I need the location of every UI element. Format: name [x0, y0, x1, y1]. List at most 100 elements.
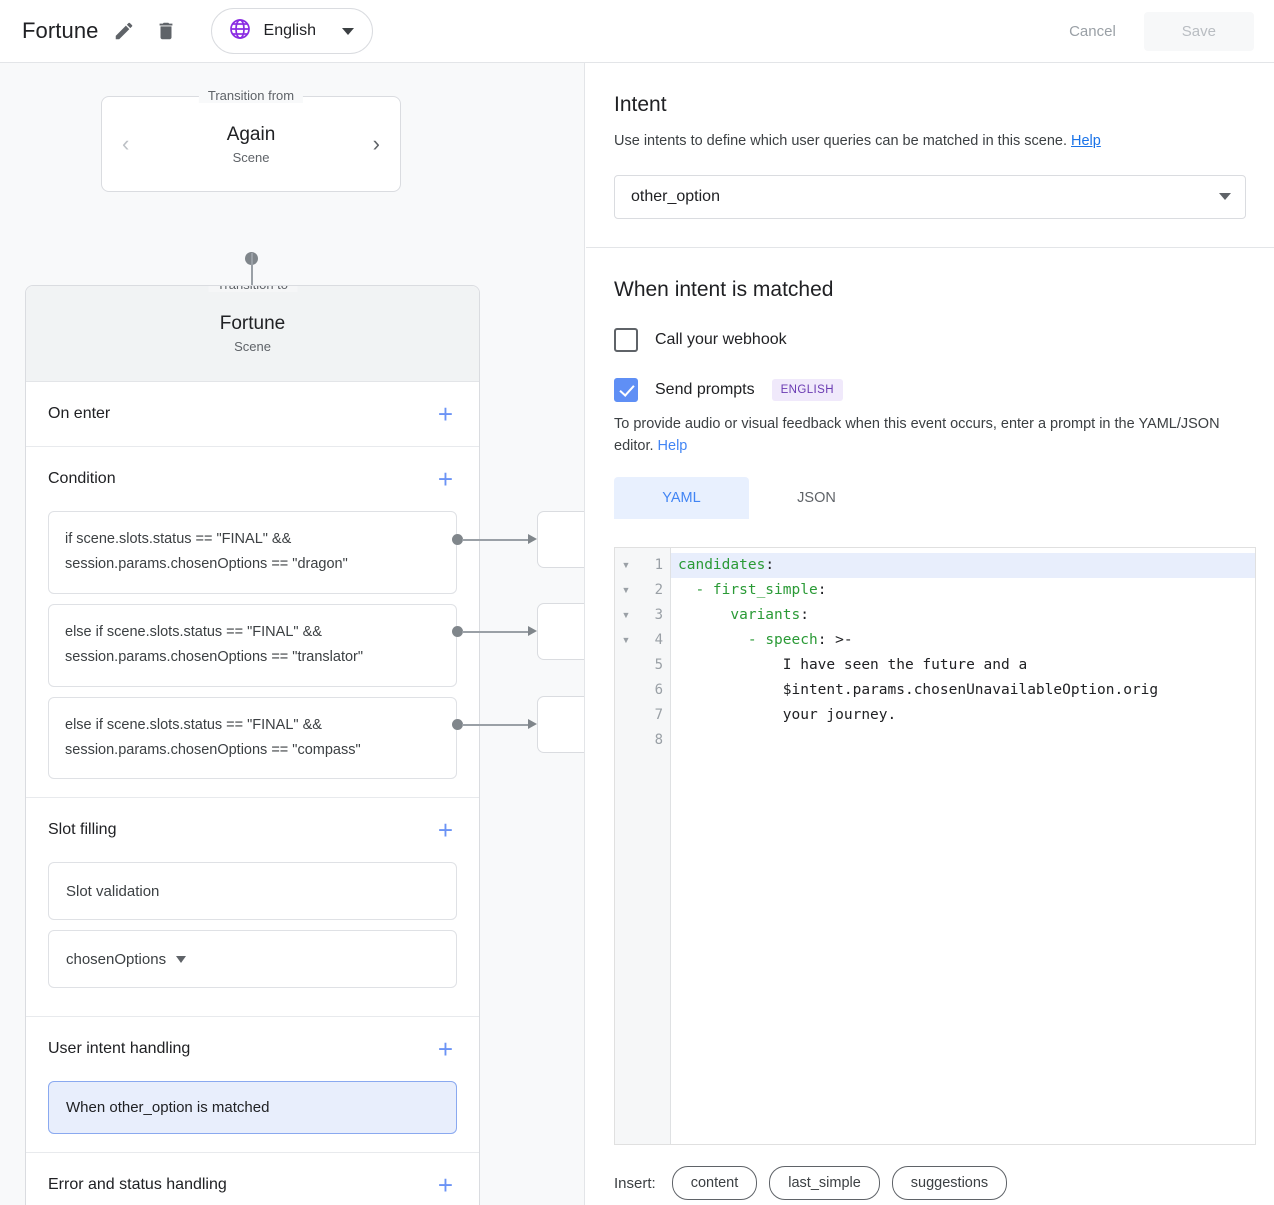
- transition-from-legend: Transition from: [198, 88, 304, 103]
- add-user-intent-button[interactable]: +: [437, 1034, 453, 1065]
- code-line: I have seen the future and a: [671, 653, 1255, 678]
- slot-item[interactable]: chosenOptions: [48, 930, 457, 989]
- insert-chip-last-simple[interactable]: last_simple: [769, 1166, 880, 1200]
- send-prompts-checkbox[interactable]: [614, 377, 638, 402]
- line-number: 6: [654, 682, 663, 698]
- tab-yaml[interactable]: YAML: [614, 477, 749, 520]
- line-number: 5: [654, 657, 663, 673]
- slot-validation-label: Slot validation: [66, 882, 160, 900]
- transition-from-body: Again Scene: [135, 124, 366, 165]
- trash-icon: [155, 20, 177, 42]
- condition-link-dot: [452, 719, 463, 730]
- add-on-enter-button[interactable]: +: [437, 399, 453, 429]
- chevron-down-icon[interactable]: [176, 955, 187, 963]
- prompt-description-text: To provide audio or visual feedback when…: [614, 415, 1220, 454]
- line-number: 8: [654, 732, 663, 748]
- fold-toggle-icon[interactable]: ▼: [621, 560, 631, 570]
- code-rest: I have seen the future and a: [678, 657, 1028, 673]
- transition-from-type: Scene: [232, 149, 270, 165]
- topbar-actions: Cancel Save: [1047, 11, 1274, 51]
- fold-spacer: [615, 728, 637, 753]
- code-rest: your journey.: [678, 707, 897, 723]
- user-intent-handling-header: User intent handling +: [26, 1017, 479, 1081]
- condition-link-arrow-icon: [528, 719, 537, 729]
- condition-title: Condition: [48, 470, 116, 487]
- slot-name-label: chosenOptions: [66, 950, 167, 968]
- line-number: 2: [654, 582, 663, 598]
- condition-item[interactable]: else if scene.slots.status == "FINAL" &&…: [48, 696, 457, 780]
- code-rest: : >-: [817, 632, 853, 648]
- edit-title-button[interactable]: [107, 14, 141, 48]
- user-intent-list: When other_option is matched: [26, 1081, 479, 1152]
- insert-chip-suggestions[interactable]: suggestions: [891, 1166, 1008, 1200]
- condition-link-dot: [452, 534, 463, 545]
- webhook-row: Call your webhook: [614, 327, 1246, 352]
- code-line: $intent.params.chosenUnavailableOption.o…: [671, 678, 1255, 703]
- tab-json[interactable]: JSON: [797, 490, 836, 507]
- code-indent: -: [678, 582, 713, 598]
- code-rest: $intent.params.chosenUnavailableOption.o…: [678, 682, 1159, 698]
- code-key: candidates: [678, 557, 766, 573]
- insert-label: Insert:: [614, 1174, 656, 1192]
- add-error-handler-button[interactable]: +: [437, 1170, 453, 1201]
- editor-fold-column: ▼ ▼ ▼ ▼: [615, 548, 637, 1144]
- section-error-status-handling: Error and status handling +: [26, 1153, 479, 1205]
- send-prompts-row: Send prompts ENGLISH: [614, 377, 1246, 402]
- intent-heading: Intent: [614, 93, 667, 116]
- delete-button[interactable]: [149, 14, 183, 48]
- condition-link-arrow-icon: [528, 626, 537, 636]
- condition-header: Condition +: [26, 447, 479, 511]
- on-enter-header: On enter +: [26, 382, 479, 446]
- add-condition-button[interactable]: +: [437, 464, 453, 494]
- code-key: speech: [765, 632, 818, 648]
- scene-graph-pane: Transition from ‹ Again Scene › Transiti…: [0, 63, 585, 1205]
- code-line: [671, 728, 1255, 753]
- prev-transition-button[interactable]: ‹: [122, 131, 130, 156]
- fold-toggle-icon[interactable]: ▼: [621, 635, 631, 645]
- transition-from-card[interactable]: Transition from ‹ Again Scene ›: [101, 88, 401, 192]
- intent-help-link[interactable]: Help: [1071, 133, 1101, 149]
- section-condition: Condition + if scene.slots.status == "FI…: [26, 447, 479, 799]
- error-status-header: Error and status handling +: [26, 1153, 479, 1205]
- cancel-button[interactable]: Cancel: [1047, 13, 1138, 50]
- slot-validation-item[interactable]: Slot validation: [48, 862, 457, 921]
- code-line: - speech: >-: [671, 628, 1255, 653]
- code-key: variants: [730, 607, 801, 623]
- condition-target-card[interactable]: [537, 696, 584, 753]
- section-user-intent-handling: User intent handling + When other_option…: [26, 1017, 479, 1154]
- intent-select[interactable]: other_option: [614, 174, 1246, 219]
- condition-link-arrow-icon: [528, 534, 537, 544]
- insert-toolbar: Insert: content last_simple suggestions: [614, 1166, 1008, 1200]
- code-indent: -: [678, 632, 766, 648]
- transition-to-legend: Transition to: [207, 286, 298, 292]
- save-button[interactable]: Save: [1143, 11, 1254, 51]
- condition-item[interactable]: else if scene.slots.status == "FINAL" &&…: [48, 603, 457, 687]
- condition-target-card[interactable]: [537, 603, 584, 660]
- section-divider: [586, 246, 1274, 248]
- fold-toggle-icon[interactable]: ▼: [621, 610, 631, 620]
- call-webhook-label: Call your webhook: [655, 330, 787, 348]
- condition-item[interactable]: if scene.slots.status == "FINAL" && sess…: [48, 511, 457, 594]
- transition-from-name: Again: [226, 123, 276, 145]
- slot-filling-list: Slot validation chosenOptions: [26, 862, 479, 1016]
- code-line: variants:: [671, 603, 1255, 628]
- user-intent-item-selected[interactable]: When other_option is matched: [48, 1081, 457, 1135]
- line-number: 1: [654, 557, 663, 573]
- yaml-editor[interactable]: ▼ ▼ ▼ ▼ 1 2 3 4 5 6 7 8 candidates: - fi…: [614, 547, 1256, 1145]
- section-on-enter: On enter +: [26, 382, 479, 447]
- editor-code-area[interactable]: candidates: - first_simple: variants: - …: [671, 548, 1255, 1144]
- call-webhook-checkbox[interactable]: [614, 327, 638, 352]
- condition-link-line: [462, 539, 530, 541]
- condition-target-card[interactable]: [537, 511, 584, 568]
- prompt-help-link[interactable]: Help: [657, 437, 688, 454]
- code-rest: :: [765, 557, 775, 573]
- language-selector[interactable]: English: [210, 8, 374, 54]
- section-slot-filling: Slot filling + Slot validation chosenOpt…: [26, 798, 479, 1018]
- next-transition-button[interactable]: ›: [372, 131, 380, 156]
- code-key: first_simple: [712, 582, 818, 598]
- insert-chip-content[interactable]: content: [671, 1166, 758, 1200]
- code-line: - first_simple:: [671, 578, 1255, 603]
- scene-detail-card: Transition to Fortune Scene On enter + C…: [25, 285, 480, 1205]
- add-slot-button[interactable]: +: [437, 815, 453, 846]
- fold-toggle-icon[interactable]: ▼: [621, 585, 631, 595]
